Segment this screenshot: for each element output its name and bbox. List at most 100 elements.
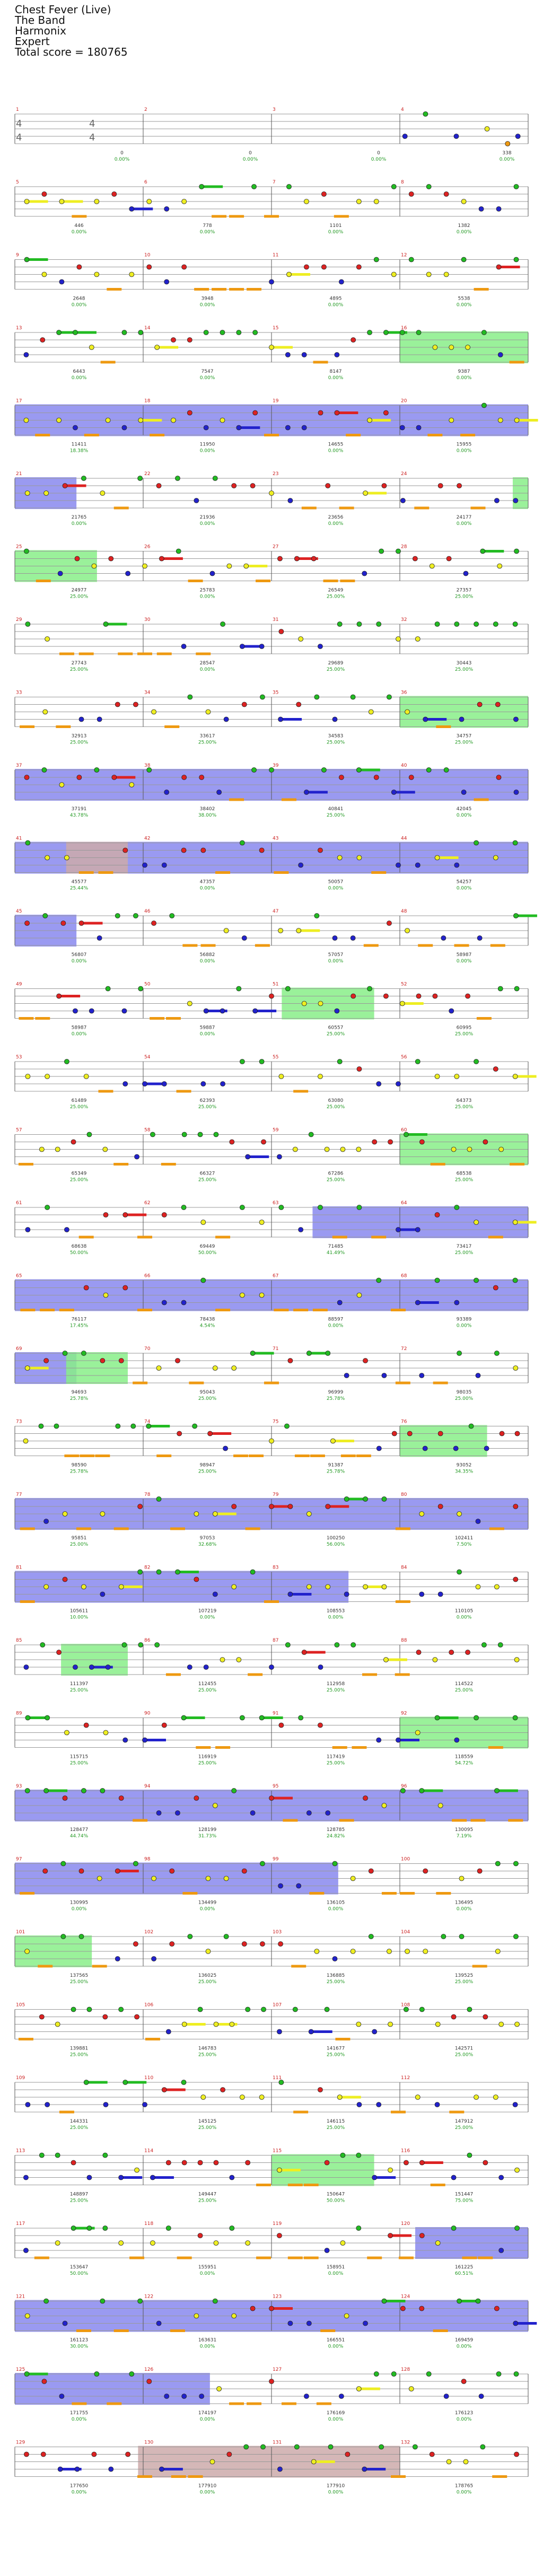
note-gem (498, 2021, 504, 2027)
measure-score: 161123 (70, 2338, 88, 2343)
measure-score: 136495 (455, 1900, 473, 1906)
note-gem (449, 345, 454, 350)
measure-percent: 50.00% (327, 2198, 345, 2204)
measure-score: 68538 (457, 1171, 472, 1177)
note-gem (23, 417, 29, 423)
note-gem (94, 767, 100, 773)
note-gem (419, 1591, 425, 1597)
note-gem (367, 417, 372, 423)
note-gem (83, 1285, 89, 1291)
measure-score: 73417 (457, 1244, 472, 1249)
note-gem (480, 548, 486, 554)
note-gem (161, 2087, 167, 2092)
measure-number: 52 (401, 982, 407, 987)
measure-percent: 0.00% (200, 2417, 215, 2422)
note-gem (513, 2371, 519, 2377)
measure-number: 41 (16, 836, 22, 842)
measure-score: 56807 (72, 952, 87, 958)
note-gem (298, 1715, 304, 1721)
measure-score: 107219 (198, 1609, 217, 1614)
measure-percent: 0.00% (457, 959, 472, 964)
measure-number: 59 (273, 1128, 279, 1133)
note-gem (239, 840, 245, 846)
note-gem (100, 1591, 106, 1597)
measure-number: 60 (401, 1128, 407, 1133)
note-gem (368, 709, 374, 715)
measure-score: 128477 (70, 1827, 88, 1833)
note-gem (236, 1657, 242, 1662)
note-gem (105, 986, 111, 992)
measure-score: 446 (74, 223, 83, 229)
note-gem (57, 2466, 63, 2472)
measure-score: 60995 (457, 1026, 472, 1031)
note-gem (250, 1351, 256, 1356)
measure-score: 45577 (72, 880, 87, 885)
note-gem (415, 862, 421, 868)
note-gem (100, 1358, 106, 1363)
note-gem (474, 1220, 479, 1225)
note-gem (285, 352, 291, 357)
note-gem (512, 621, 518, 627)
note-gem (441, 935, 446, 941)
note-gem (151, 1956, 156, 1961)
measure-number: 46 (144, 909, 151, 914)
measure-percent: 0.00% (457, 375, 472, 381)
staff-row-8 (14, 694, 529, 728)
note-gem (318, 2087, 323, 2092)
note-gem (334, 352, 340, 357)
note-gem (513, 790, 519, 795)
note-gem (115, 702, 120, 707)
measure-score: 98947 (200, 1463, 215, 1468)
measure-score: 166551 (327, 2338, 345, 2343)
measure-number: 116 (401, 2149, 410, 2154)
measure-score: 34583 (328, 734, 344, 739)
measure-score: 23656 (328, 515, 344, 520)
note-gem (199, 184, 205, 189)
measure-percent: 25.00% (198, 2125, 217, 2131)
measure-percent: 0.00% (457, 449, 472, 454)
note-gem (103, 1730, 109, 1736)
note-gem (78, 921, 84, 926)
note-gem (212, 476, 218, 481)
note-gem (159, 556, 164, 562)
note-gem (277, 556, 283, 562)
note-gem (356, 621, 362, 627)
measure-score: 171755 (70, 2411, 88, 2416)
note-gem (415, 1227, 421, 1232)
measure-percent: 0.00% (457, 1615, 472, 1620)
note-gem (451, 2175, 457, 2180)
note-gem (243, 2444, 249, 2450)
note-gem (419, 2160, 425, 2166)
note-gem (269, 490, 274, 496)
song-title: Chest Fever (Live) (15, 3, 111, 16)
measure-percent: 0.00% (328, 2417, 344, 2422)
measure-percent: 4.54% (200, 1324, 215, 1329)
measure-percent: 0.00% (200, 449, 215, 454)
measure-score: 95043 (200, 1390, 215, 1395)
note-gem (499, 1431, 505, 1436)
measure-number: 125 (16, 2367, 25, 2372)
note-gem (404, 2007, 409, 2012)
note-gem (43, 1788, 49, 1793)
note-gem (362, 571, 367, 576)
note-gem (434, 1212, 440, 1217)
note-gem (337, 621, 343, 627)
measure-score: 130995 (70, 1900, 88, 1906)
measure-percent: 25.00% (327, 1979, 345, 1985)
note-gem (324, 2160, 330, 2166)
note-gem (475, 1373, 481, 1378)
note-gem (223, 716, 229, 722)
note-gem (187, 337, 192, 343)
measure-score: 6443 (73, 369, 85, 374)
measure-number: 79 (273, 1492, 279, 1497)
note-gem (223, 928, 229, 933)
note-gem (494, 1788, 500, 1793)
note-gem (118, 2007, 124, 2012)
staff-row-5 (14, 476, 529, 510)
measure-percent: 25.00% (70, 2198, 89, 2204)
measure-number: 22 (144, 471, 150, 477)
note-gem (175, 476, 180, 481)
measure-number: 90 (144, 1711, 151, 1716)
measure-percent: 25.00% (455, 2053, 474, 2058)
